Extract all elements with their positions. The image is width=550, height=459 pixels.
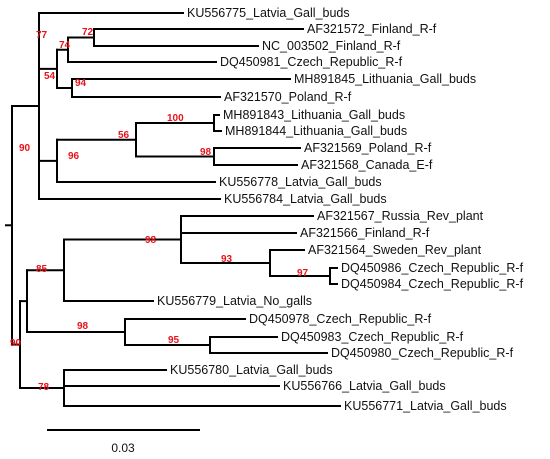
support-value: 78 [38,382,50,393]
support-value: 98 [200,147,212,158]
leaf-label: KU556775_Latvia_Gall_buds [187,6,350,20]
leaf-label: KU556766_Latvia_Gall_buds [283,379,446,393]
support-value: 74 [59,40,71,51]
support-value: 72 [82,27,94,38]
leaf-label: KU556779_Latvia_No_galls [157,294,312,308]
leaf-label: AF321564_Sweden_Rev_plant [308,243,482,257]
support-value: 97 [297,268,309,279]
support-value: 54 [44,71,56,82]
leaf-label: AF321568_Canada_E-f [301,158,433,172]
leaf-label: DQ450984_Czech_Republic_R-f [341,277,524,291]
leaf-label: DQ450986_Czech_Republic_R-f [341,261,524,275]
leaf-label: DQ450981_Czech_Republic_R-f [220,55,403,69]
leaf-label: MH891844_Lithuania_Gall_buds [225,124,407,138]
leaf-label: KU556784_Latvia_Gall_buds [224,192,387,206]
leaf-label: AF321570_Poland_R-f [224,90,352,104]
leaf-label: DQ450983_Czech_Republic_R-f [281,330,464,344]
support-value: 56 [118,130,130,141]
leaf-label: KU556771_Latvia_Gall_buds [344,399,507,413]
leaf-label: DQ450978_Czech_Republic_R-f [249,312,432,326]
support-value: 90 [10,338,22,349]
leaf-label: KU556778_Latvia_Gall_buds [219,175,382,189]
leaf-label: NC_003502_Finland_R-f [262,39,401,53]
leaf-label: KU556780_Latvia_Gall_buds [170,363,333,377]
support-value: 93 [221,254,233,265]
support-value: 85 [36,264,48,275]
support-value: 100 [167,113,184,124]
leaf-label: AF321569_Poland_R-f [304,141,432,155]
leaf-label: DQ450980_Czech_Republic_R-f [331,346,514,360]
support-value: 77 [36,30,48,41]
scale-bar-label: 0.03 [111,441,135,455]
leaf-label: AF321566_Finland_R-f [300,226,430,240]
support-value: 94 [75,78,87,89]
leaf-label: AF321572_Finland_R-f [307,22,437,36]
support-value: 95 [168,335,180,346]
support-value: 98 [145,235,157,246]
support-value: 96 [68,151,80,162]
support-value: 98 [77,321,89,332]
support-value: 90 [19,143,31,154]
leaf-label: MH891843_Lithuania_Gall_buds [223,108,405,122]
leaf-label: MH891845_Lithuania_Gall_buds [294,72,476,86]
leaf-label: AF321567_Russia_Rev_plant [317,209,484,223]
